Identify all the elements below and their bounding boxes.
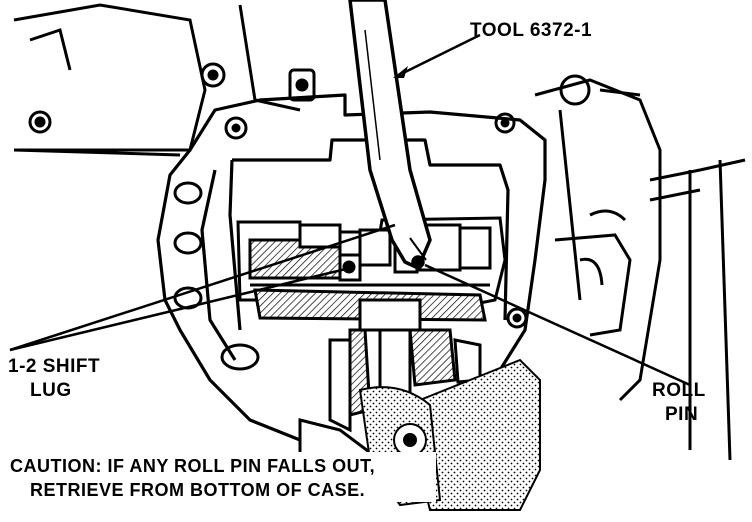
shift-lug-label-line1: 1-2 SHIFT <box>8 356 100 377</box>
roll-pin-leader <box>424 263 691 387</box>
left-housing <box>13 3 301 157</box>
roll-pin-label-line1: ROLL <box>652 380 706 401</box>
shift-mechanism <box>236 216 507 332</box>
tool-leader <box>394 33 481 79</box>
shift-lug-leader-2 <box>9 266 351 352</box>
caution-backdrop <box>6 452 436 502</box>
tool-rod <box>348 0 432 271</box>
right-housing <box>534 74 746 461</box>
shift-lug-leader <box>9 223 396 352</box>
case-holes <box>173 112 528 371</box>
caution-line1: CAUTION: IF ANY ROLL PIN FALLS OUT, <box>10 456 375 476</box>
roll-pin-label-line2: PIN <box>665 404 698 425</box>
leader-lines <box>9 33 691 387</box>
tool-label: TOOL 6372-1 <box>470 20 592 41</box>
case-outline <box>156 93 547 442</box>
shift-lug-label-line2: LUG <box>30 380 72 401</box>
upper-bolts <box>28 62 316 134</box>
caution-line2: RETRIEVE FROM BOTTOM OF CASE. <box>30 480 365 500</box>
lower-shafts <box>298 328 482 502</box>
